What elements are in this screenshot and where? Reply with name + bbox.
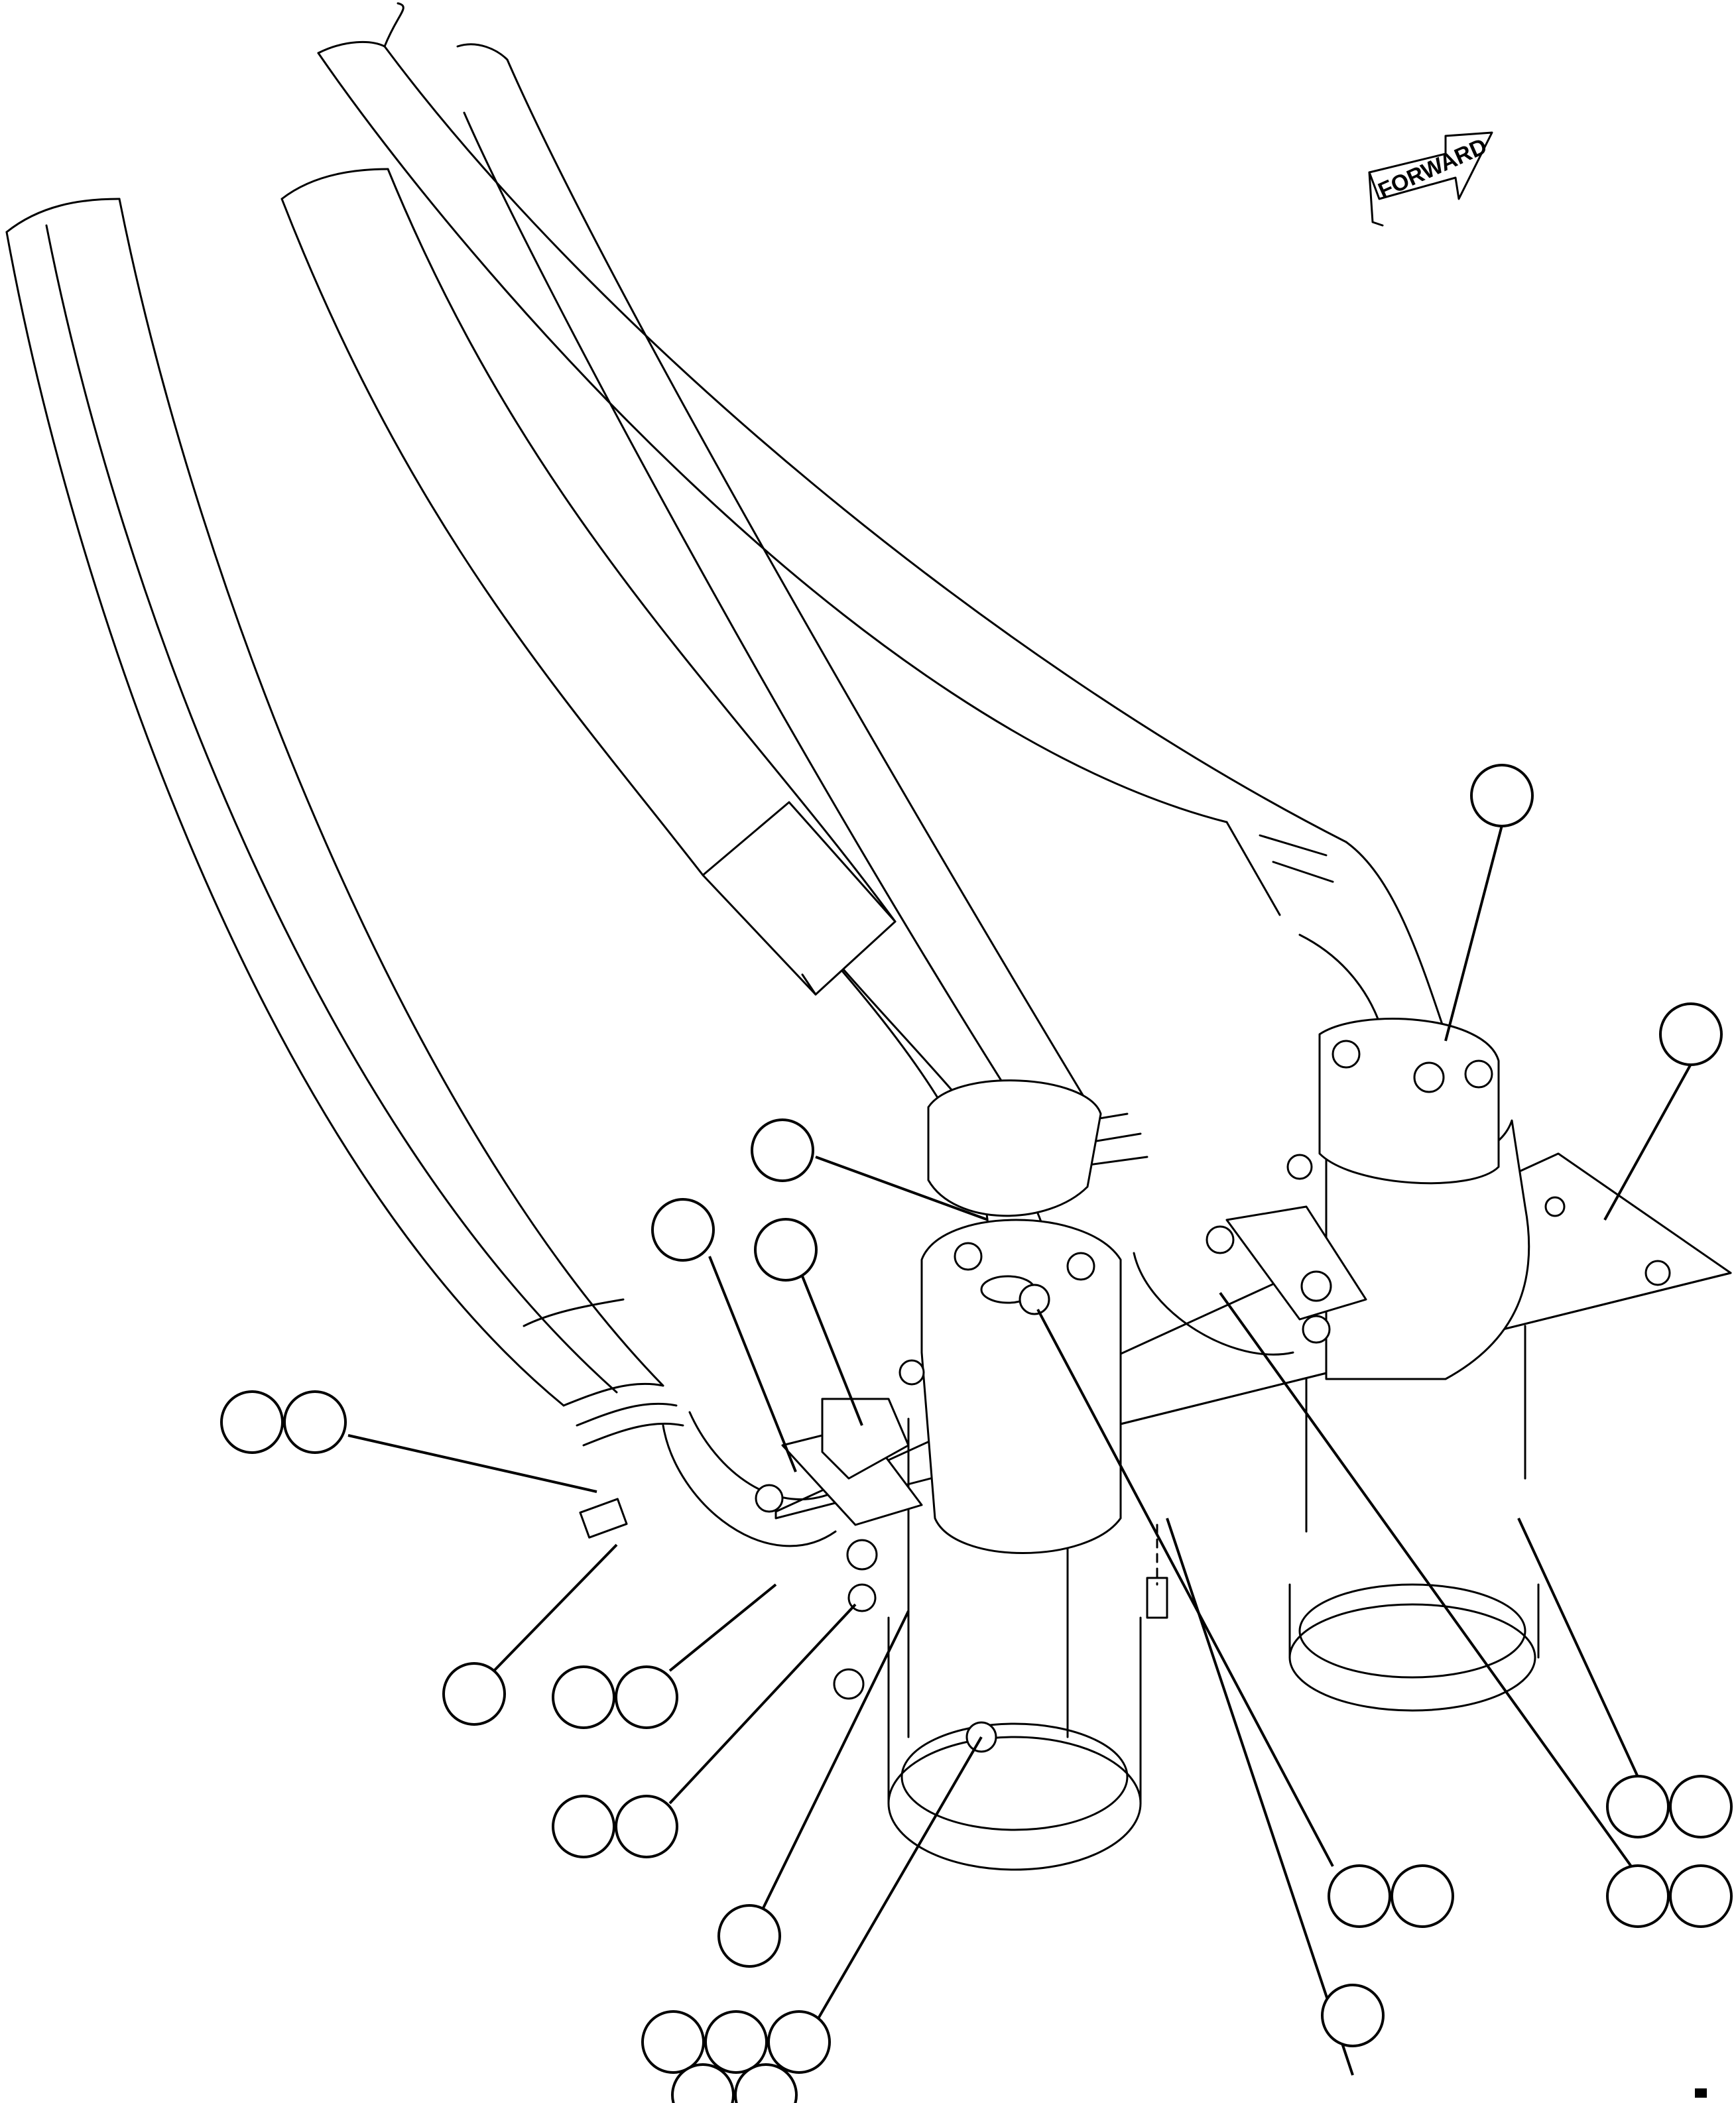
callout-c01 — [1470, 764, 1534, 827]
hose-center-right — [456, 43, 1148, 1168]
hose-left — [5, 198, 684, 1447]
callout-c03 — [751, 1118, 814, 1182]
lower-cylinder-right — [1288, 1325, 1540, 1712]
valve-body-right — [1318, 1018, 1530, 1380]
callout-c04 — [651, 1198, 715, 1262]
leader-lines — [347, 825, 1692, 2076]
fittings — [579, 1154, 1313, 1753]
callout-c13 — [1328, 1864, 1454, 1928]
callout-c06 — [220, 1390, 347, 1454]
callout-c08 — [552, 1665, 678, 1729]
valve-body-left — [920, 1079, 1122, 1554]
callout-c15 — [1321, 1984, 1385, 2047]
hose-right — [317, 2, 1447, 1049]
callout-c10 — [717, 1904, 781, 1968]
callout-c14 — [1606, 1864, 1733, 1928]
callout-c11 — [641, 2010, 831, 2103]
callout-c02 — [1659, 1002, 1723, 1066]
callout-c12 — [1606, 1775, 1733, 1838]
elbow-clamp-left — [662, 1398, 923, 1612]
callout-c07 — [442, 1662, 506, 1726]
forward-arrow: FORWARD — [1368, 131, 1493, 227]
callout-c09 — [552, 1795, 678, 1858]
mounting-plate — [775, 1152, 1732, 1520]
callout-c05 — [754, 1218, 818, 1282]
elbow-clamp-right — [1133, 1205, 1367, 1356]
corner-mark — [1695, 2088, 1707, 2098]
